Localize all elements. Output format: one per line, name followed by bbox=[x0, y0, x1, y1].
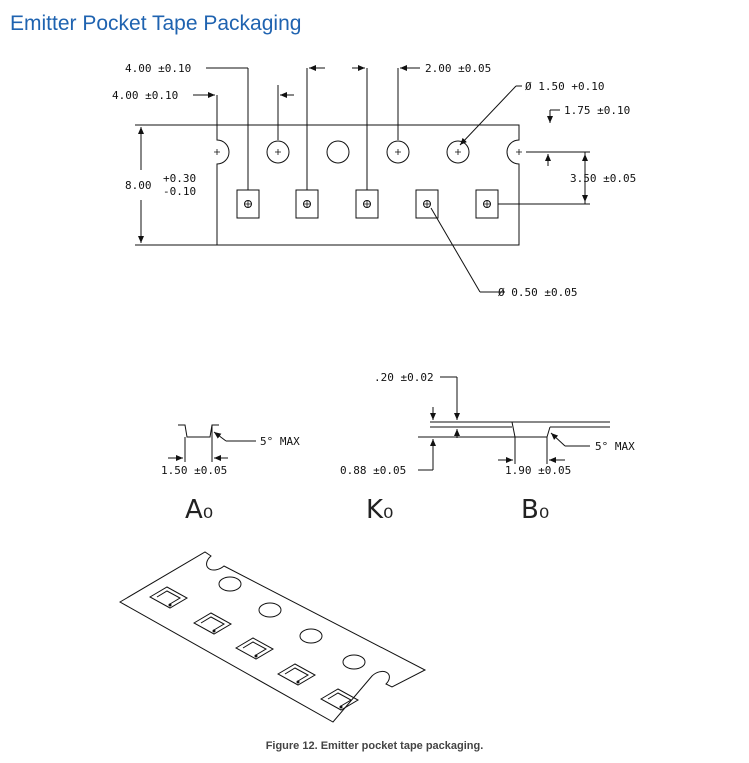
dim-k0-depth: 0.88 ±0.05 bbox=[340, 464, 406, 477]
figure-caption: Figure 12. Emitter pocket tape packaging… bbox=[265, 740, 484, 752]
dim-hole-to-pocket: 3.50 ±0.05 bbox=[570, 172, 636, 185]
label-k0: K₀ bbox=[366, 495, 393, 525]
dim-k0-thickness: .20 ±0.02 bbox=[374, 371, 434, 384]
tape-top-view bbox=[216, 124, 520, 246]
page-title: Emitter Pocket Tape Packaging bbox=[10, 12, 302, 35]
dim-tape-tolerance-minus: -0.10 bbox=[163, 185, 196, 198]
section-a0 bbox=[168, 424, 256, 462]
dim-edge-to-hole: 1.75 ±0.10 bbox=[564, 104, 630, 117]
pocket bbox=[415, 189, 439, 219]
dim-sprocket-diameter: Ø 1.50 +0.10 bbox=[525, 80, 604, 93]
dim-a0-angle: 5° MAX bbox=[260, 435, 300, 448]
dim-a0-width: 1.50 ±0.05 bbox=[161, 464, 227, 477]
dim-pitch-sprocket: 4.00 ±0.10 bbox=[125, 62, 191, 75]
sprocket-hole bbox=[266, 140, 290, 164]
dim-pocket-hole-diameter: Ø 0.50 ±0.05 bbox=[498, 286, 577, 299]
dim-tape-tolerance-plus: +0.30 bbox=[163, 172, 196, 185]
sprocket-hole bbox=[326, 140, 350, 164]
sprocket-hole bbox=[386, 140, 410, 164]
dim-b0-width: 1.90 ±0.05 bbox=[505, 464, 571, 477]
tape-isometric bbox=[118, 551, 427, 723]
dim-hole-spacing: 2.00 ±0.05 bbox=[425, 62, 491, 75]
dim-tape-width: 8.00 bbox=[125, 179, 152, 192]
dim-pitch-pocket: 4.00 ±0.10 bbox=[112, 89, 178, 102]
label-b0: B₀ bbox=[521, 495, 549, 525]
sprocket-hole bbox=[446, 140, 470, 164]
dim-b0-angle: 5° MAX bbox=[595, 440, 635, 453]
section-k0-b0 bbox=[418, 376, 610, 471]
label-a0: A₀ bbox=[185, 495, 213, 525]
